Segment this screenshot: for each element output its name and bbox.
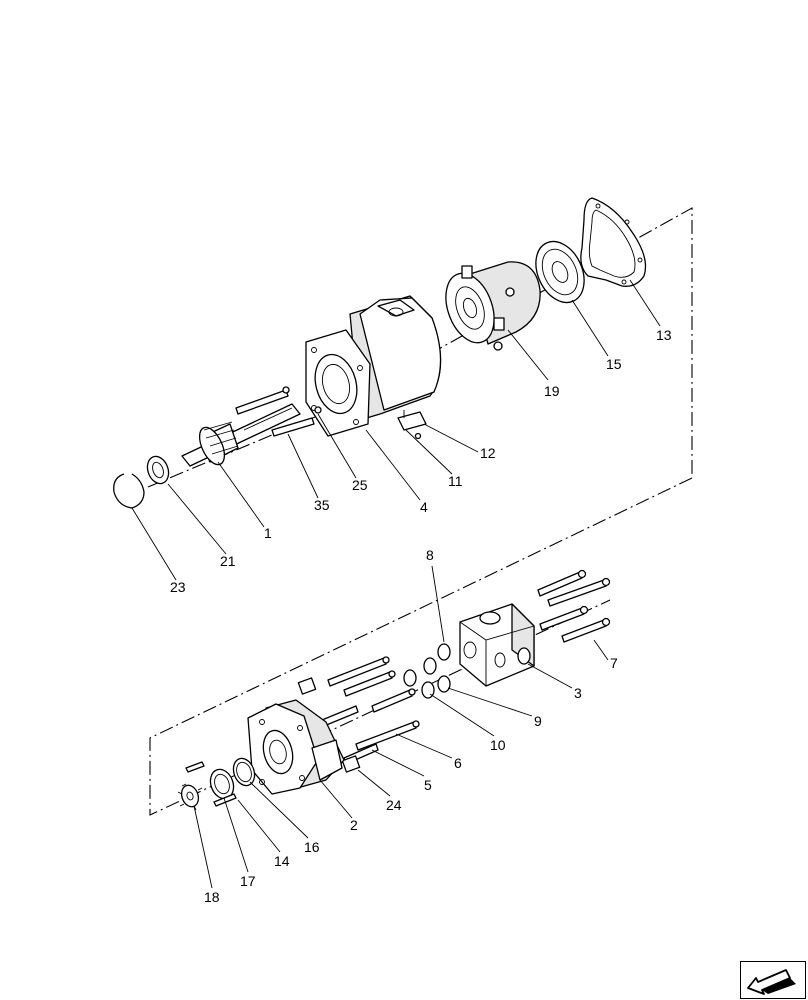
part-13-gasket	[580, 197, 647, 287]
assembly-centerline-upper	[147, 207, 693, 488]
callout-10: 10	[490, 737, 506, 753]
assembly-centerline-lower	[149, 477, 693, 816]
callout-19: 19	[544, 383, 560, 399]
callout-2: 2	[350, 817, 358, 833]
callout-11: 11	[448, 473, 463, 489]
part-2-pump-section	[247, 699, 345, 795]
part-17-ring	[209, 768, 235, 800]
leader-lines	[131, 279, 661, 889]
callout-1: 1	[264, 525, 272, 541]
callout-35: 35	[314, 497, 330, 513]
callout-7: 7	[610, 655, 618, 671]
callout-13: 13	[656, 327, 672, 343]
callout-15: 15	[606, 356, 622, 372]
callout-18: 18	[204, 889, 220, 905]
arrow-icon	[747, 969, 796, 995]
part-11-12-bracket	[397, 410, 427, 440]
part-21-seal	[146, 455, 170, 485]
part-4-housing	[305, 295, 442, 437]
callout-16: 16	[304, 839, 320, 855]
part-8-9-10-o-rings	[403, 643, 451, 699]
callout-3: 3	[574, 685, 582, 701]
part-15-plate	[535, 240, 585, 304]
part-1-shaft	[181, 403, 301, 467]
callout-17: 17	[240, 873, 256, 889]
callout-21: 21	[220, 553, 236, 569]
callout-23: 23	[170, 579, 186, 595]
callout-25: 25	[352, 477, 368, 493]
part-35-bolts	[235, 386, 322, 437]
next-page-button[interactable]	[740, 961, 806, 999]
callout-6: 6	[454, 755, 462, 771]
callout-9: 9	[534, 713, 542, 729]
part-18-gear	[177, 783, 203, 811]
part-7-bolts	[537, 569, 611, 643]
callout-5: 5	[424, 777, 432, 793]
callout-24: 24	[386, 797, 402, 813]
callout-4: 4	[420, 499, 428, 515]
part-3-end-cover	[459, 603, 535, 687]
callout-8: 8	[426, 547, 434, 563]
callout-14: 14	[274, 853, 290, 869]
part-23-snap-ring	[113, 473, 145, 509]
part-6-bolts	[297, 656, 420, 773]
callout-12: 12	[480, 445, 496, 461]
callout-labels: 1 21 23 35 25 4 11 12 19 15 13 8 7 3 9 1…	[170, 327, 672, 905]
part-16-ring	[232, 757, 256, 787]
part-19-cradle	[445, 261, 541, 351]
